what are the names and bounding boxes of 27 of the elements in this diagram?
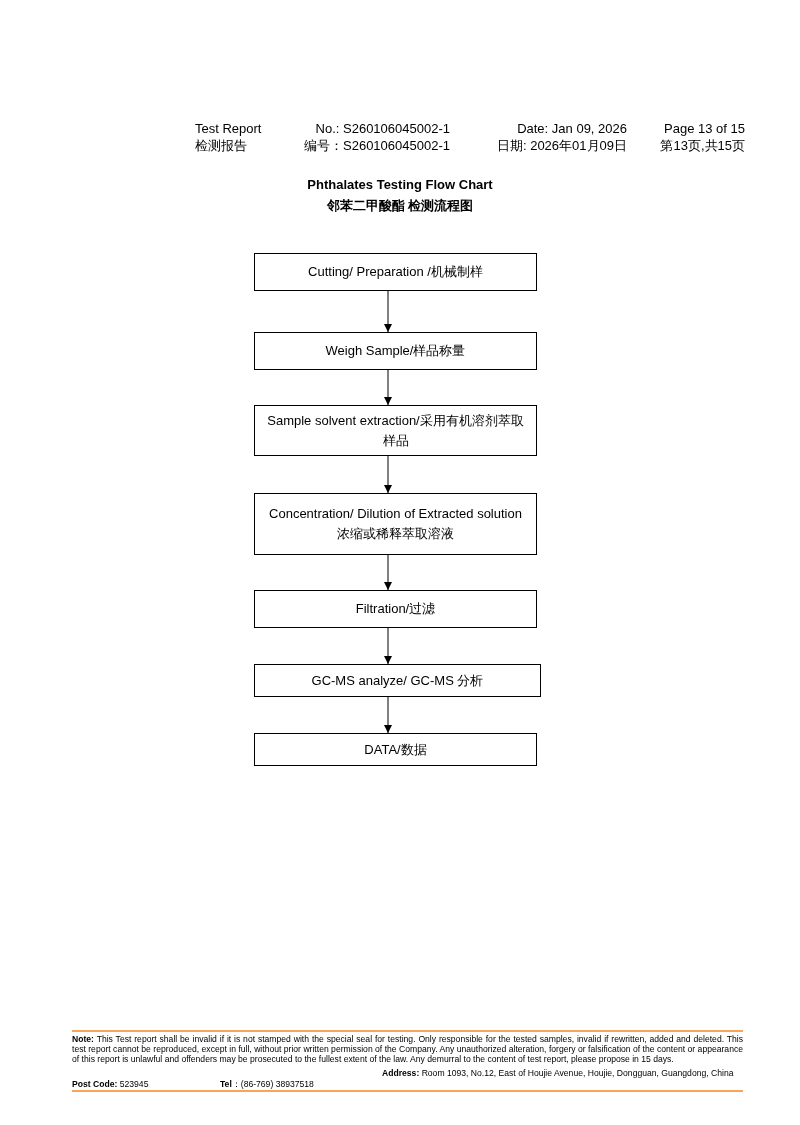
phone-text: Tel：(86-769) 38937518 xyxy=(220,1079,314,1089)
process-box: Cutting/ Preparation /机械制样 xyxy=(254,253,537,291)
note-text: Note: This Test report shall be invalid if it is not stamped with the special seal for testing. Only responsible for the tested samples, invalid if rewritten, added and deleted. This test report cannot be reproduced, except in full, without prior written permission of the Company. Any unauthorized alteration, forgery or falsification of the content or appearance of this report is unlawful and offenders may be prosecuted to the fullest extent of the law. Any demurral to the content of test report, please propose in 15 days. xyxy=(72,1034,743,1064)
process-box: Filtration/过滤 xyxy=(254,590,537,628)
process-box: DATA/数据 xyxy=(254,733,537,766)
arrow xyxy=(384,455,392,494)
arrow xyxy=(384,696,392,734)
process-box: Sample solvent extraction/采用有机溶剂萃取样品 xyxy=(254,405,537,456)
address-text: Address: Room 1093, No.12, East of Houjie Avenue, Houjie, Dongguan, Guangdong, China xyxy=(382,1068,734,1078)
chart-subtitle: 邻苯二甲酸酯 检测流程图 xyxy=(325,198,475,214)
arrow xyxy=(384,369,392,406)
arrow xyxy=(384,627,392,665)
header-text: 第13页,共15页 xyxy=(659,138,745,154)
process-box: Weigh Sample/样品称量 xyxy=(254,332,537,370)
header-text: Date: Jan 09, 2026 xyxy=(516,121,627,137)
chart-title: Phthalates Testing Flow Chart xyxy=(306,177,494,193)
header-text: 日期: 2026年01月09日 xyxy=(495,138,627,154)
arrow xyxy=(384,554,392,591)
post-code-text: Post Code: 523945 xyxy=(72,1079,149,1089)
header-text: Test Report xyxy=(195,121,262,137)
process-box: GC-MS analyze/ GC-MS 分析 xyxy=(254,664,541,697)
process-box: Concentration/ Dilution of Extracted solution 浓缩或稀释萃取溶液 xyxy=(254,493,537,555)
arrow xyxy=(384,290,392,333)
header-text: Page 13 of 15 xyxy=(663,121,745,137)
header-text: No.: S260106045002-1 xyxy=(314,121,450,137)
header-text: 检测报告 xyxy=(195,138,247,154)
header-text: 编号：S260106045002-1 xyxy=(303,138,450,154)
